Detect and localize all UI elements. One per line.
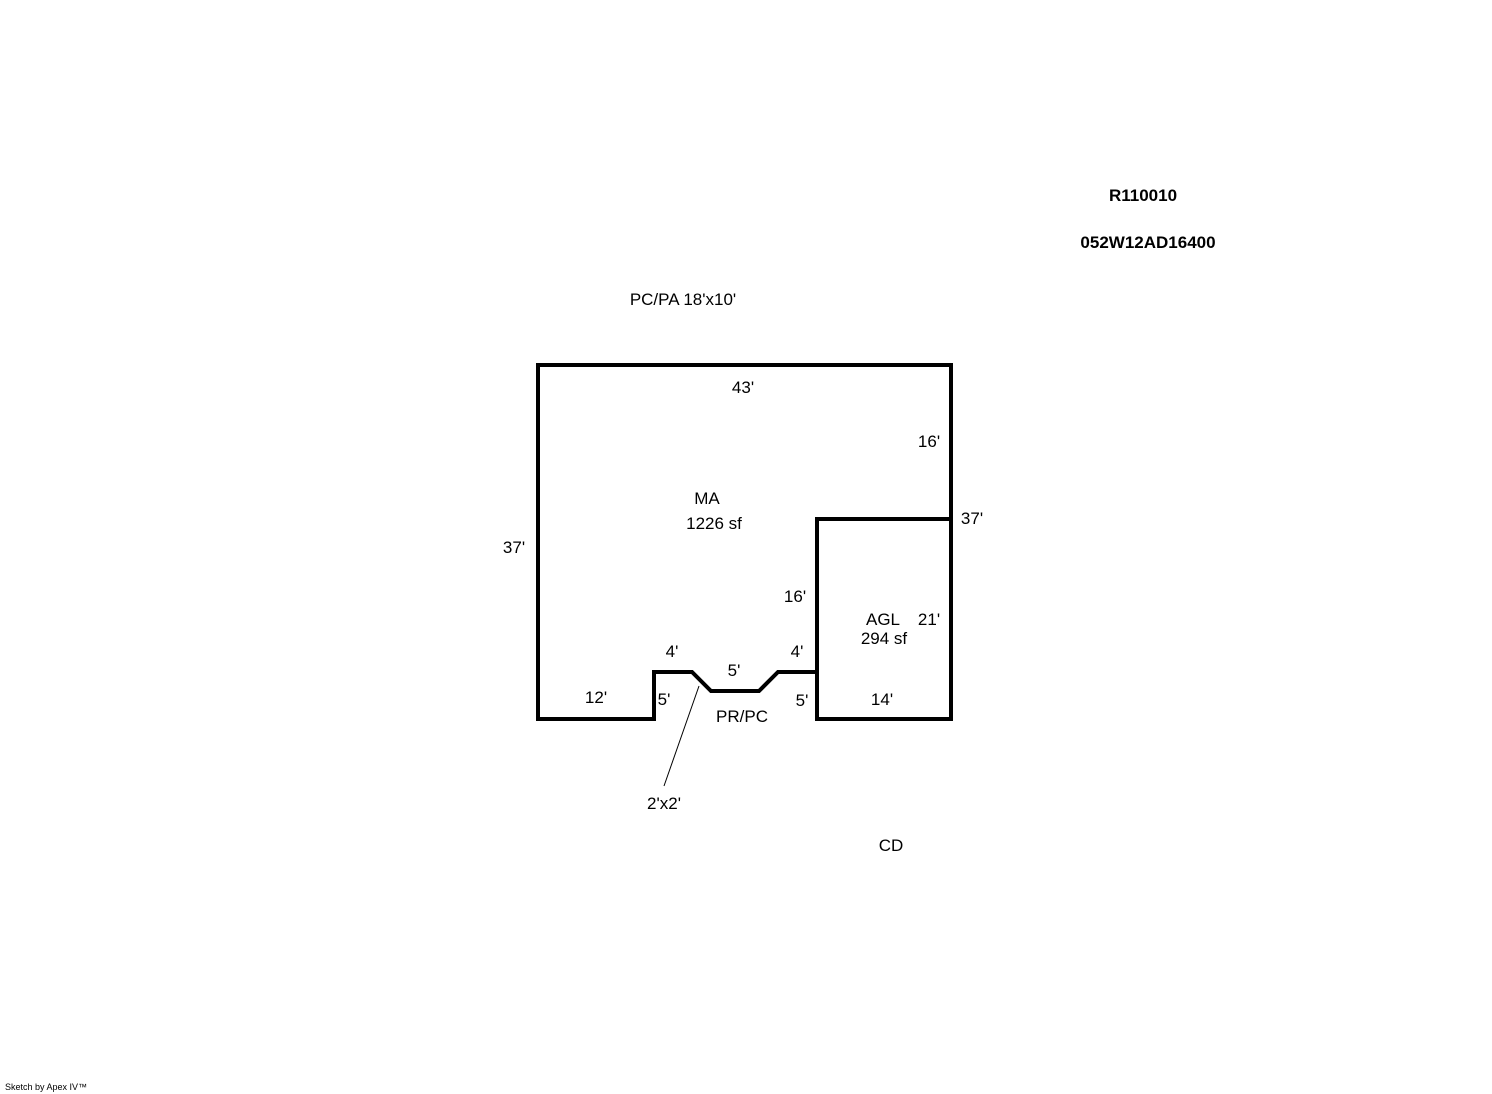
dim-notch-right-height: 5' [796, 691, 809, 710]
garage-outline [815, 517, 953, 721]
main-area-code: MA [694, 489, 720, 508]
map-number: 052W12AD16400 [1080, 233, 1215, 252]
dim-left: 37' [503, 538, 525, 557]
sketch-credit: Sketch by Apex IV™ [5, 1082, 88, 1092]
dim-notch-left-width: 4' [666, 642, 679, 661]
main-area-size: 1226 sf [686, 514, 742, 533]
dim-notch-right-width: 4' [791, 642, 804, 661]
dim-bottom-left: 12' [585, 688, 607, 707]
stoop-leader-line [663, 685, 700, 787]
parcel-id: R110010 [1109, 186, 1177, 205]
stoop-label: 2'x2' [647, 794, 681, 813]
dim-notch-left-height: 5' [658, 690, 671, 709]
garage-size: 294 sf [861, 629, 908, 648]
main-area-outline [536, 363, 953, 721]
dim-top: 43' [732, 378, 754, 397]
dim-garage-right: 21' [918, 610, 940, 629]
carport-deck-label: CD [879, 836, 904, 855]
dim-right-total: 37' [961, 509, 983, 528]
porch-patio-note: PC/PA 18'x10' [630, 290, 736, 309]
dim-garage-left: 16' [784, 587, 806, 606]
dim-notch-middle: 5' [728, 661, 741, 680]
garage-code: AGL [866, 610, 900, 629]
dim-right-upper: 16' [918, 432, 940, 451]
porch-label: PR/PC [716, 707, 768, 726]
dim-garage-bottom: 14' [871, 690, 893, 709]
